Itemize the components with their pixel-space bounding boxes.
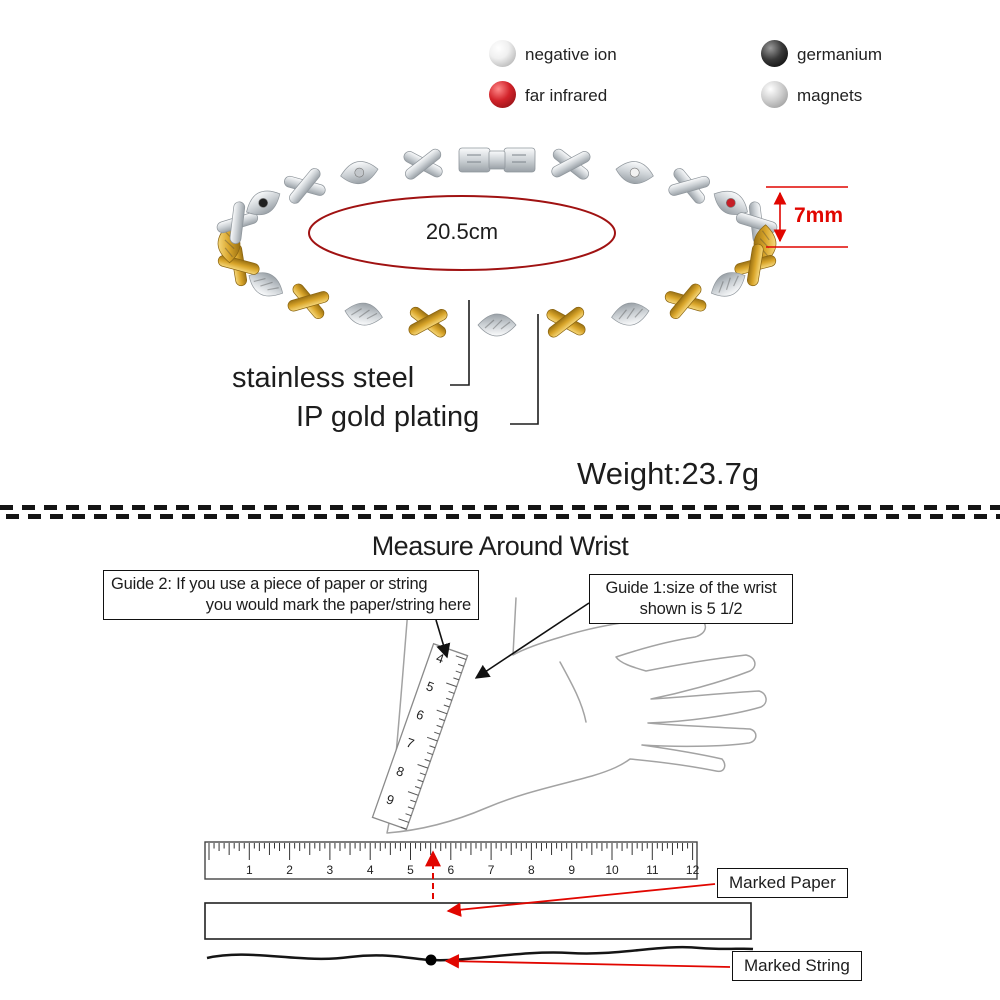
ruler-number: 1	[246, 863, 253, 877]
guide1-arrow	[474, 602, 590, 679]
bracelet-leaf-link	[477, 313, 517, 337]
ruler-number: 11	[646, 863, 659, 877]
wrist-ruler-number: 6	[414, 707, 426, 724]
guide1-line2: shown is 5 1/2	[639, 600, 743, 619]
far-infrared-label: far infrared	[525, 86, 608, 105]
ruler-number: 12	[686, 863, 700, 877]
width-bracket-annotation	[766, 186, 848, 248]
bracelet	[216, 148, 778, 338]
measure-title: Measure Around Wrist	[371, 531, 629, 561]
negative-ion-icon	[489, 40, 516, 67]
wrist-ruler-number: 9	[384, 791, 396, 808]
marked-string-arrow	[444, 954, 731, 969]
negative-ion-label: negative ion	[525, 45, 617, 64]
bracelet-leaf-link	[248, 272, 284, 297]
guide2-box: Guide 2: If you use a piece of paper or …	[103, 570, 479, 621]
guide1-box: Guide 1:size of the wrist shown is 5 1/2	[589, 574, 793, 625]
weight-label: Weight:23.7g	[577, 456, 760, 491]
magnets-label: magnets	[797, 86, 863, 105]
bracelet-leaf-link	[246, 190, 281, 216]
bracelet-x-link	[408, 306, 448, 338]
ruler-number: 2	[286, 863, 293, 877]
bracelet-leaf-link	[340, 161, 379, 185]
bracelet-x-link	[668, 168, 710, 204]
bracelet-x-link	[284, 168, 326, 204]
paper-strip	[204, 902, 752, 940]
chain-divider	[0, 505, 1000, 519]
material-label: stainless steel	[232, 362, 415, 394]
ruler-number: 9	[568, 863, 575, 877]
hand-sketch	[386, 596, 767, 834]
marked-paper-arrow	[446, 883, 716, 917]
guide2-line1: Guide 2: If you use a piece of paper or …	[111, 575, 428, 593]
material-callout-lines	[450, 300, 539, 425]
length-ellipse-annotation	[308, 195, 616, 271]
far-infrared-icon	[489, 81, 516, 108]
ruler-number: 4	[367, 863, 374, 877]
germanium-icon	[761, 40, 788, 67]
guide1-line1: Guide 1:size of the wrist	[605, 579, 777, 597]
ruler-number: 5	[407, 863, 414, 877]
bracelet-clasp	[458, 147, 536, 173]
marked-paper-label: Marked Paper	[717, 868, 848, 898]
bracelet-x-link	[546, 306, 586, 338]
width-label: 7mm	[794, 204, 844, 227]
bracelet-x-link	[287, 283, 330, 320]
wrist-ruler-number: 5	[424, 678, 436, 695]
bracelet-leaf-link	[710, 272, 746, 297]
marked-string-label: Marked String	[732, 951, 862, 981]
bracelet-leaf-link	[344, 302, 383, 326]
ruler-number: 7	[488, 863, 495, 877]
bracelet-leaf-link	[611, 302, 650, 326]
plating-label: IP gold plating	[296, 401, 480, 433]
ruler-number: 10	[605, 863, 619, 877]
string-line	[206, 945, 754, 966]
ruler-number: 8	[528, 863, 535, 877]
string-mark-dot	[425, 954, 437, 966]
guide2-line2: you would mark the paper/string here	[205, 596, 471, 615]
bracelet-x-link	[664, 283, 707, 320]
bracelet-x-link	[403, 148, 443, 180]
bracelet-x-link	[216, 201, 259, 244]
guide2-arrow	[435, 619, 451, 659]
ruler-number: 6	[447, 863, 454, 877]
wrist-ruler-number: 8	[394, 763, 406, 780]
bracelet-x-link	[551, 148, 591, 180]
bracelet-x-link	[734, 243, 777, 287]
magnets-icon	[761, 81, 788, 108]
wrist-ruler-number: 7	[404, 735, 416, 752]
ruler-number: 3	[327, 863, 334, 877]
bracelet-leaf-link	[615, 161, 654, 185]
germanium-label: germanium	[797, 45, 883, 64]
bracelet-leaf-link	[713, 190, 748, 215]
length-label: 20.5cm	[425, 219, 499, 244]
